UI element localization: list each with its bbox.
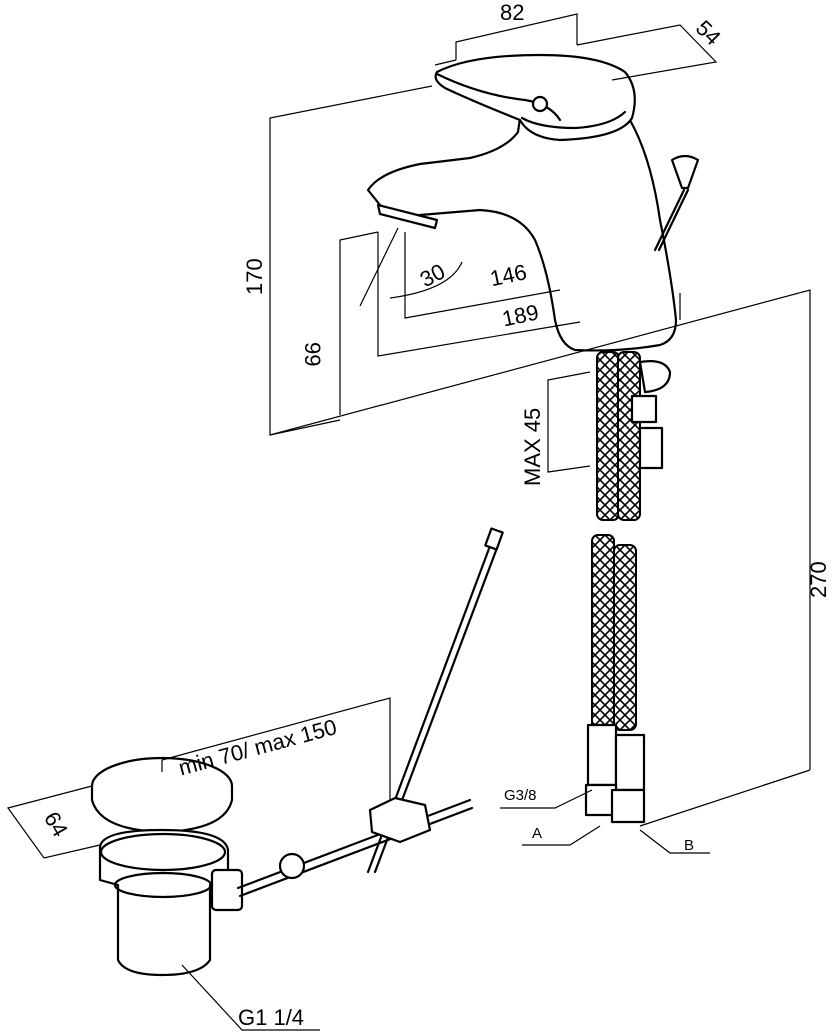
hose-label-leaders bbox=[500, 789, 710, 854]
dim-spout-height: 99 bbox=[300, 342, 325, 366]
dim-hose-length: 270 bbox=[806, 561, 831, 598]
dimension-lines-popup bbox=[7, 697, 391, 1031]
label-hose-a: A bbox=[532, 825, 542, 842]
dim-total-reach: 189 bbox=[500, 299, 541, 331]
dim-max-deck: MAX 45 bbox=[520, 408, 545, 486]
label-hose-b: B bbox=[684, 837, 694, 854]
dim-height-total: 170 bbox=[242, 258, 267, 295]
dim-handle-depth: 54 bbox=[691, 15, 726, 50]
dim-rod-length: min 70/ max 150 bbox=[176, 714, 340, 780]
faucet-body bbox=[366, 53, 700, 352]
popup-waste bbox=[90, 527, 504, 977]
dimension-lines-top bbox=[269, 13, 811, 827]
label-hose-thread: G3/8 bbox=[504, 787, 537, 804]
dim-spout-reach: 146 bbox=[488, 259, 529, 291]
dim-spout-angle: 30 bbox=[416, 259, 449, 293]
dim-handle-width: 82 bbox=[500, 0, 524, 25]
flexible-hoses bbox=[584, 351, 672, 824]
label-waste-thread: G1 1/4 bbox=[238, 1005, 304, 1030]
dim-popup-diameter: 64 bbox=[39, 807, 73, 841]
